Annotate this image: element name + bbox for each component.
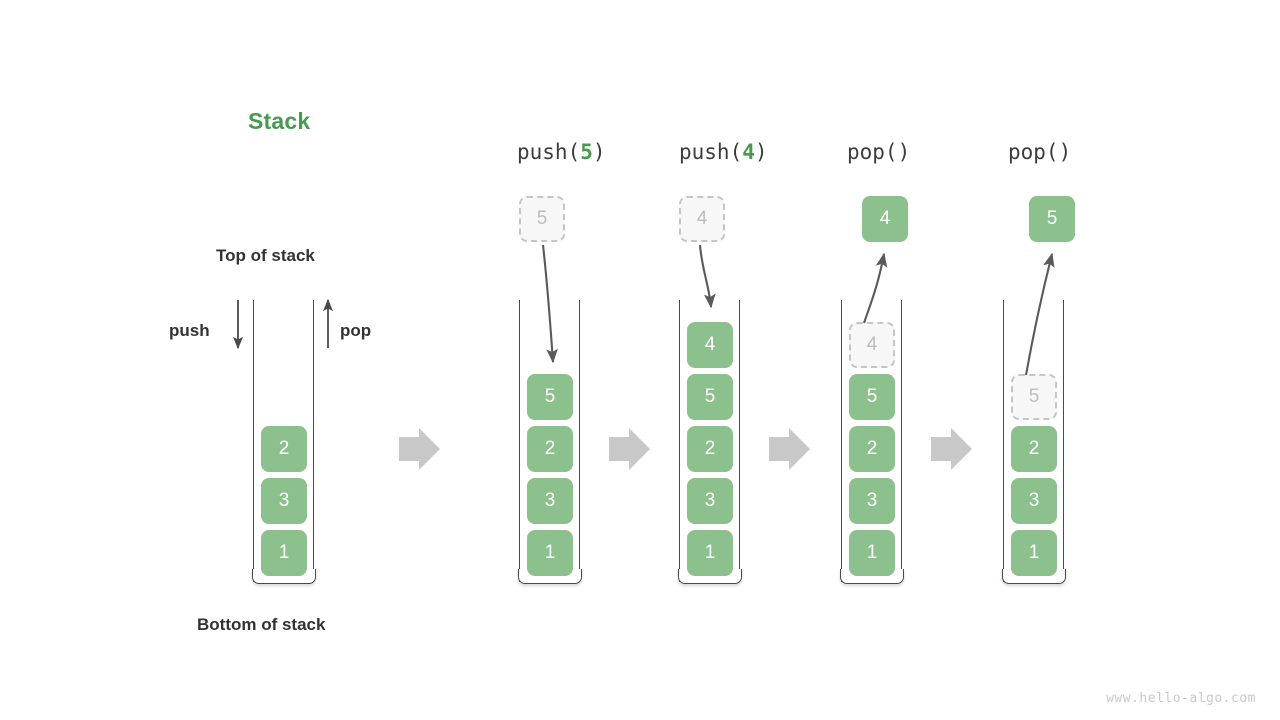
page-title: Stack [248, 108, 311, 134]
box-value: 4 [879, 208, 891, 229]
stack-wall-left [841, 300, 842, 582]
stack-cell: 5 [527, 374, 573, 420]
label-pop: pop [340, 321, 372, 340]
transition-arrow-icon [609, 428, 650, 470]
stack-wall-left [1003, 300, 1004, 582]
stack-cell: 3 [527, 478, 573, 524]
stack-cell: 2 [687, 426, 733, 472]
watermark: www.hello-algo.com [1106, 691, 1256, 706]
op-suffix: ) [754, 140, 768, 164]
stack-cell: 1 [1011, 530, 1057, 576]
stack-container-push-4: 1 3 2 5 4 [678, 300, 742, 584]
stack-cell-removed: 5 [1011, 374, 1057, 420]
transition-arrow-icon [931, 428, 972, 470]
stack-cell: 2 [527, 426, 573, 472]
stack-cell: 2 [849, 426, 895, 472]
stack-wall-right [579, 300, 580, 582]
incoming-box-4: 4 [679, 196, 725, 242]
popped-box-4: 4 [862, 196, 908, 242]
push-flow-arrow-4 [698, 244, 716, 309]
stack-items-pop-1: 1 3 2 5 4 [849, 322, 895, 576]
operation-label-push-5: push(5) [517, 140, 606, 164]
label-bottom-of-stack: Bottom of stack [197, 615, 326, 634]
op-suffix: ) [592, 140, 606, 164]
label-push: push [169, 321, 210, 340]
stack-container-push-5: 1 3 2 5 [518, 300, 582, 584]
box-value: 5 [536, 208, 548, 229]
op-text: pop() [847, 140, 911, 164]
transition-arrow-icon [399, 428, 440, 470]
stack-cell: 1 [527, 530, 573, 576]
stack-items-push-4: 1 3 2 5 4 [687, 322, 733, 576]
op-arg: 5 [580, 140, 593, 164]
stack-wall-left [679, 300, 680, 582]
stack-container-initial: 1 3 2 [252, 300, 316, 584]
stack-items-push-5: 1 3 2 5 [527, 374, 573, 576]
stack-wall-left [519, 300, 520, 582]
stack-cell: 1 [261, 530, 307, 576]
stack-cell: 4 [687, 322, 733, 368]
stack-cell: 3 [687, 478, 733, 524]
stack-cell: 1 [849, 530, 895, 576]
stack-cell: 3 [1011, 478, 1057, 524]
stack-wall-right [1063, 300, 1064, 582]
operation-label-push-4: push(4) [679, 140, 768, 164]
operation-label-pop-1: pop() [847, 140, 910, 164]
incoming-box-5: 5 [519, 196, 565, 242]
popped-box-5: 5 [1029, 196, 1075, 242]
stack-container-pop-1: 1 3 2 5 4 [840, 300, 904, 584]
stack-wall-right [739, 300, 740, 582]
stack-wall-left [253, 300, 254, 582]
stack-cell: 2 [261, 426, 307, 472]
box-value: 4 [696, 208, 708, 229]
stack-items-initial: 1 3 2 [261, 426, 307, 576]
stack-wall-right [313, 300, 314, 582]
stack-cell: 5 [849, 374, 895, 420]
stack-cell-removed: 4 [849, 322, 895, 368]
stack-cell: 1 [687, 530, 733, 576]
stack-cell: 3 [849, 478, 895, 524]
stack-items-pop-2: 1 3 2 5 [1011, 374, 1057, 576]
stack-cell: 5 [687, 374, 733, 420]
operation-label-pop-2: pop() [1008, 140, 1071, 164]
stack-wall-right [901, 300, 902, 582]
stack-cell: 3 [261, 478, 307, 524]
stack-cell: 2 [1011, 426, 1057, 472]
op-text: push( [679, 140, 743, 164]
box-value: 5 [1046, 208, 1058, 229]
transition-arrow-icon [769, 428, 810, 470]
op-arg: 4 [742, 140, 755, 164]
label-top-of-stack: Top of stack [216, 246, 315, 265]
op-text: push( [517, 140, 581, 164]
stack-container-pop-2: 1 3 2 5 [1002, 300, 1066, 584]
op-text: pop() [1008, 140, 1072, 164]
